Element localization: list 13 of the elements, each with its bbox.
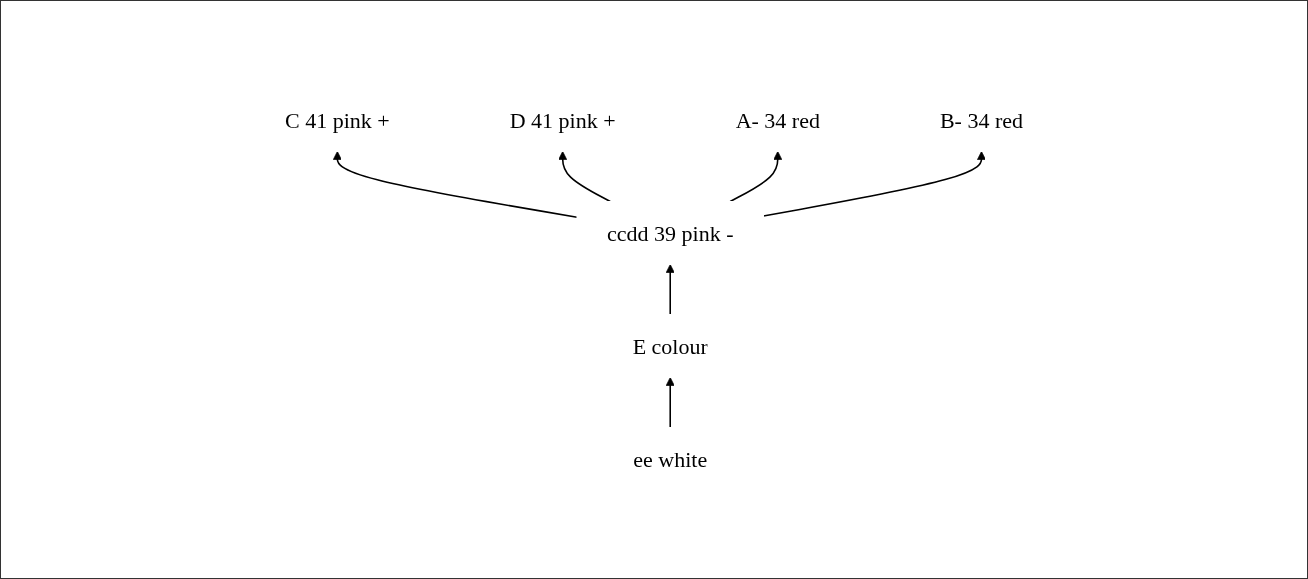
node-text: ccdd 39 pink - [606,220,734,246]
node-text: D 41 pink + [509,107,616,133]
node-text: B- 34 red [939,107,1024,133]
arrow [665,377,675,429]
arrow [762,151,986,217]
arrow [332,151,578,218]
arrow [665,264,675,316]
node-text: A- 34 red [735,107,820,133]
arrow [729,151,783,203]
node-text: C 41 pink + [284,107,390,133]
arrow [558,151,612,203]
node-text: ee white [633,446,708,472]
node-text: E colour [632,333,708,359]
